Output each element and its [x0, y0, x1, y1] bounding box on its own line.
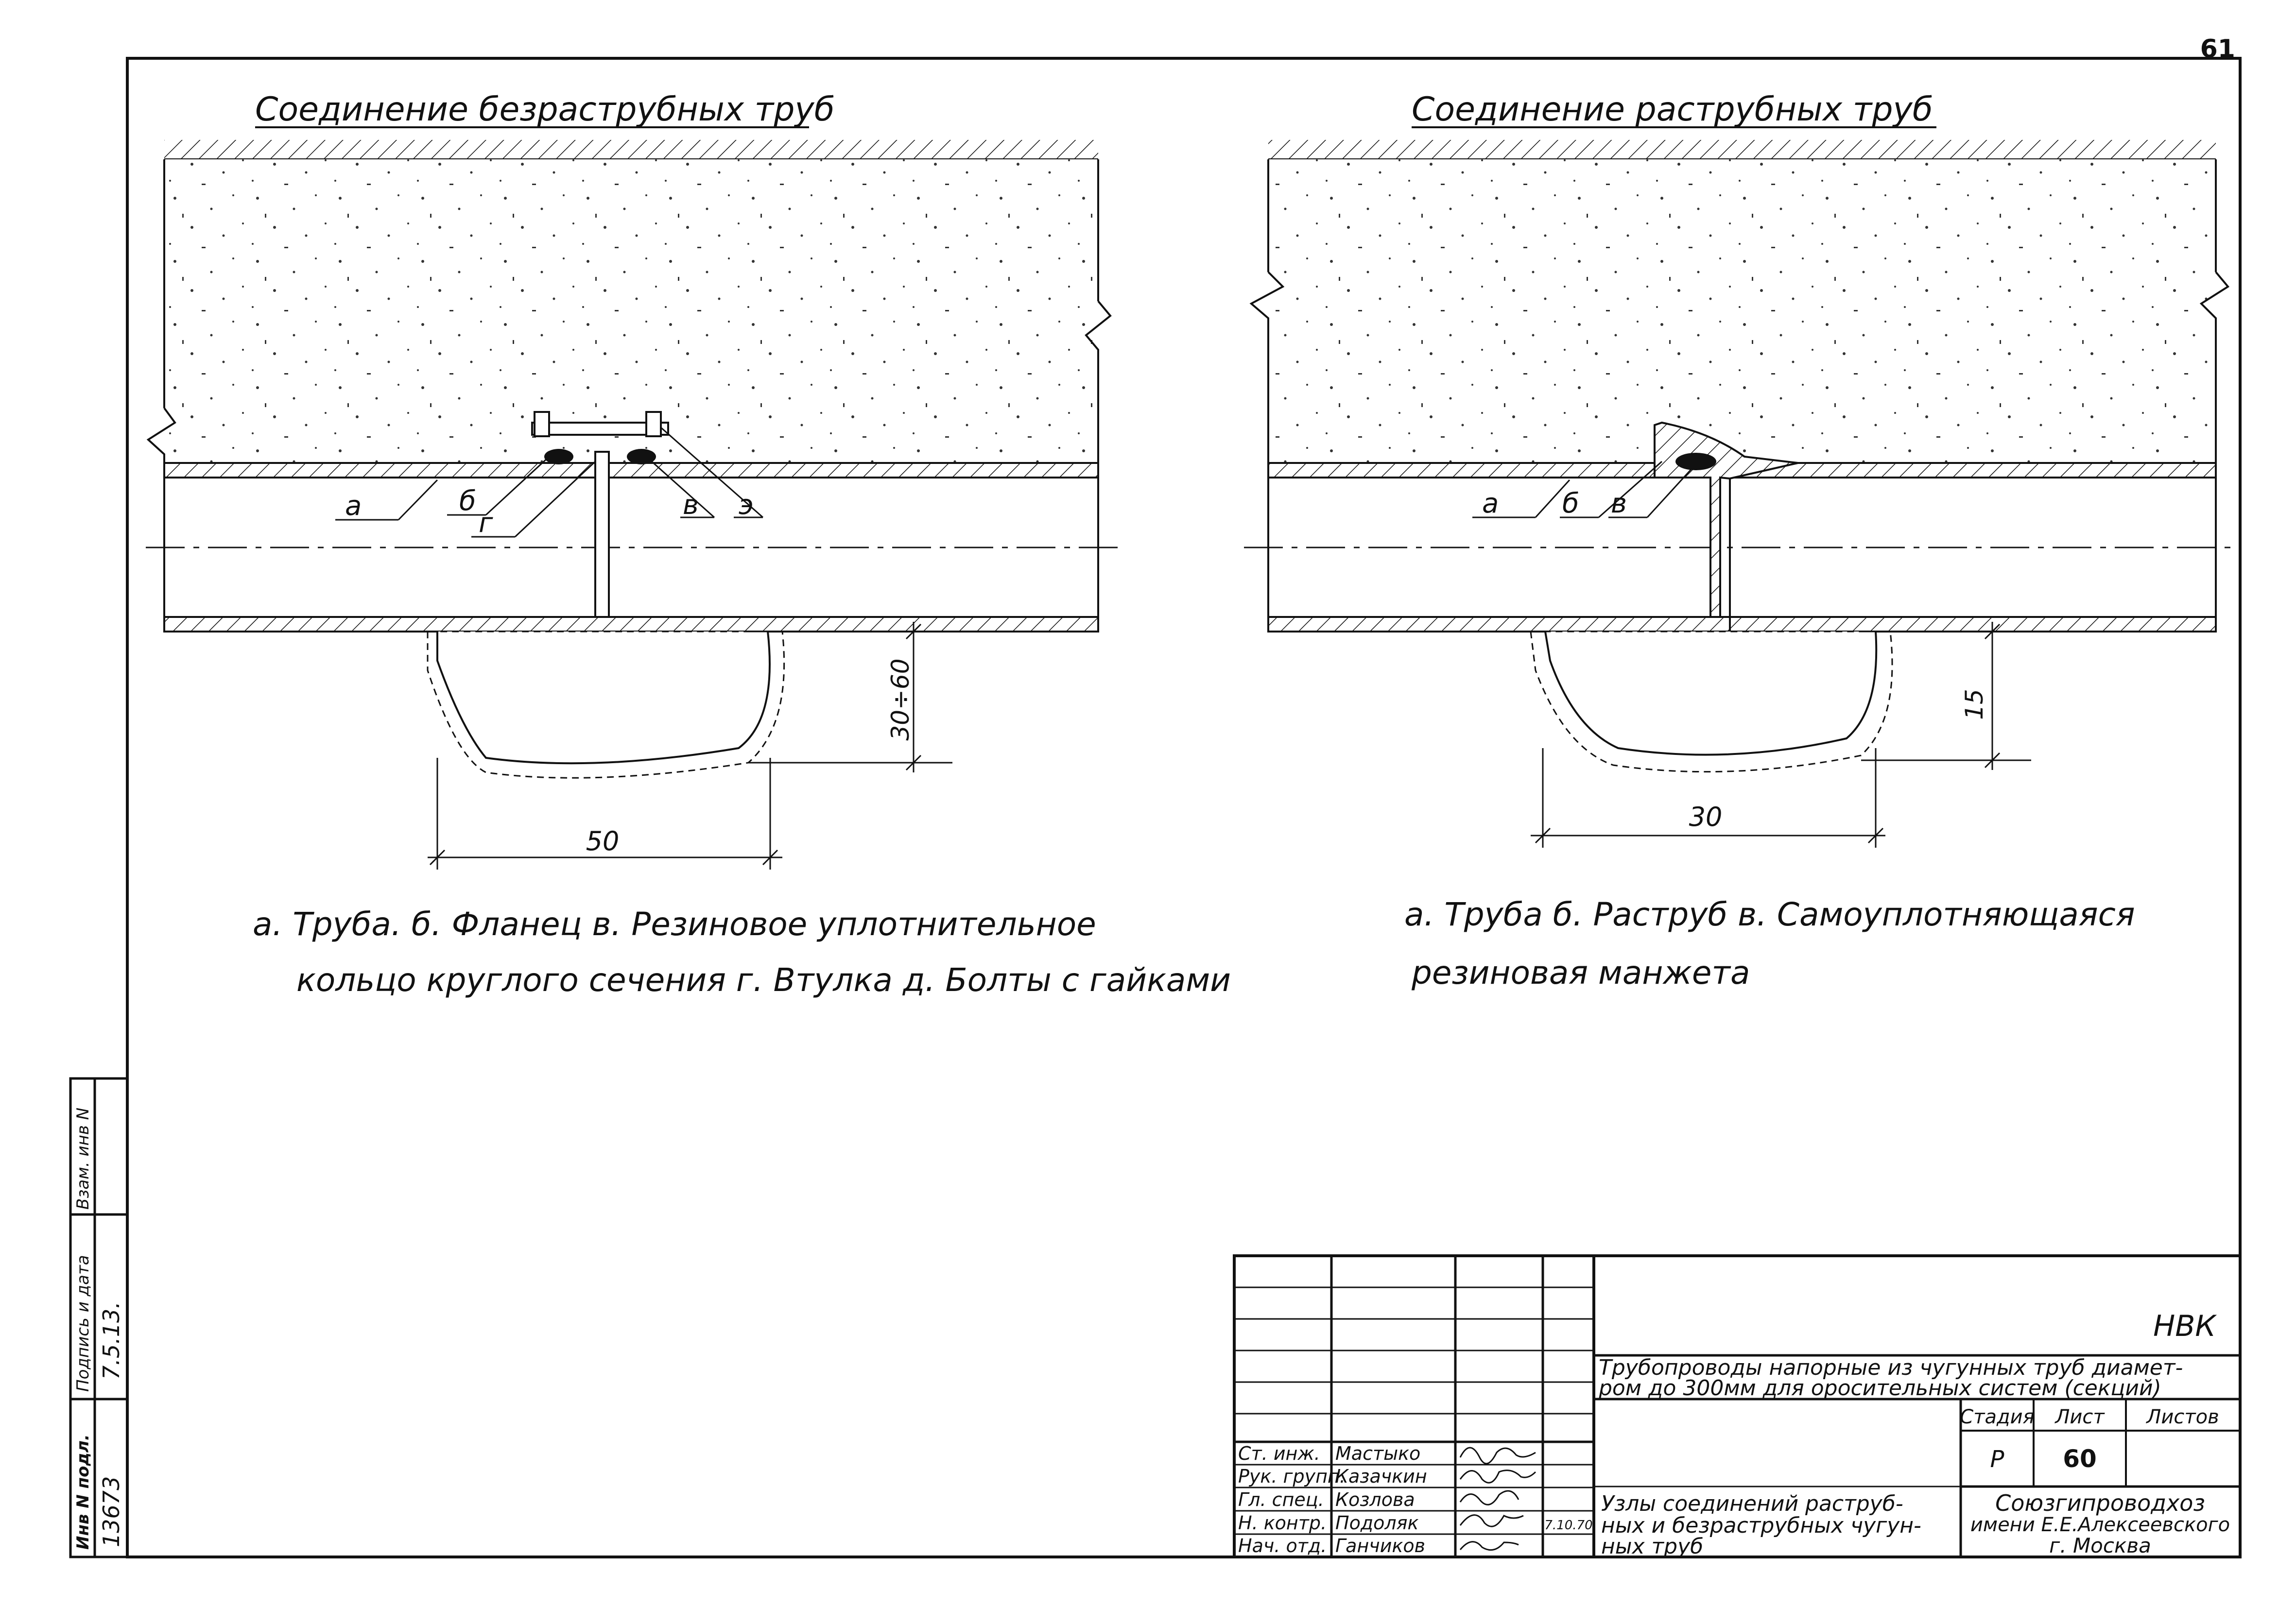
right-break-line — [1249, 271, 1285, 632]
organization-line-1: Союзгипроводхоз — [1995, 1490, 2205, 1516]
approval-date: 7.10.70 — [1544, 1518, 1592, 1533]
left-callouts — [335, 427, 763, 538]
left-break-line-right — [1085, 300, 1112, 632]
staff-role: Ст. инж. — [1238, 1443, 1320, 1464]
side-stamp-cell-2: Подпись и дата — [73, 1255, 93, 1392]
side-stamp-cell-3: Взам. инв N — [73, 1108, 93, 1210]
left-rubber-ring — [544, 449, 573, 464]
left-callout-b: б — [459, 485, 476, 517]
staff-name: Казачкин — [1335, 1466, 1427, 1487]
right-rubber-cuff — [1675, 453, 1716, 470]
right-callouts — [1472, 461, 1699, 518]
right-joint-pit — [1544, 631, 1878, 756]
right-pipe-wall-bottom — [1267, 616, 2217, 633]
signature-mark — [1459, 1514, 1524, 1527]
side-stamp — [69, 1077, 129, 1558]
left-joint-drawing: Соединение безраструбных труб — [146, 90, 1231, 999]
left-joint-pit — [436, 631, 771, 765]
right-dimensions — [1531, 622, 2031, 848]
left-drawing-title: Соединение безраструбных труб — [255, 90, 835, 129]
left-callout-a: а — [345, 490, 362, 522]
right-dim-width: 30 — [1689, 802, 1723, 832]
side-stamp-cell-1: Инв N подл. — [73, 1434, 93, 1550]
project-name-line-1: Трубопроводы напорные из чугунных труб д… — [1599, 1355, 2183, 1380]
staff-name: Подоляк — [1335, 1512, 1418, 1534]
right-break-line-right — [2199, 271, 2229, 632]
left-pipe-wall-bottom — [163, 616, 1099, 633]
right-callout-v: в — [1611, 488, 1627, 519]
left-legend-line-2: кольцо круглого сечения г. Втулка д. Бол… — [296, 961, 1231, 999]
left-sleeve — [594, 451, 610, 618]
sheet-value: 60 — [2063, 1445, 2097, 1473]
left-dimensions — [428, 622, 952, 870]
right-drawing-title: Соединение раструбных труб — [1412, 90, 1933, 129]
right-legend-line-2: резиновая манжета — [1411, 954, 1750, 992]
right-joint-drawing: Соединение раструбных труб а б в — [1244, 90, 2235, 992]
staff-name: Ганчиков — [1335, 1535, 1425, 1556]
project-name-line-2: ром до 300мм для оросительных систем (се… — [1598, 1376, 2161, 1401]
drawing-name-line-2: ных и безраструбных чугун- — [1601, 1513, 1921, 1538]
organization-line-3: г. Москва — [2049, 1534, 2151, 1557]
drawing-name-line-3: ных труб — [1601, 1534, 1703, 1559]
left-callout-e: э — [739, 489, 754, 521]
staff-role: Н. контр. — [1238, 1512, 1327, 1534]
staff-name: Мастыко — [1335, 1443, 1420, 1464]
staff-role: Рук. групп. — [1238, 1466, 1346, 1487]
left-dim-depth: 30÷60 — [886, 658, 915, 740]
col-sheet-header: Лист — [2054, 1406, 2105, 1428]
staff-name: Козлова — [1335, 1489, 1415, 1510]
signature-mark — [1459, 1447, 1536, 1465]
left-callout-v: в — [683, 489, 699, 521]
left-pipe-wall-top — [163, 462, 1099, 479]
page-number: 61 — [2200, 34, 2235, 64]
right-callout-b: б — [1562, 488, 1579, 519]
staff-role: Гл. спец. — [1238, 1489, 1324, 1510]
side-stamp-value-1: 13673 — [98, 1476, 124, 1547]
right-soil-backfill — [1268, 159, 2216, 463]
title-block — [1233, 1254, 2242, 1558]
drawing-name-line-1: Узлы соединений раструб- — [1601, 1491, 1903, 1516]
left-callout-g: г — [479, 507, 493, 539]
col-stage-header: Стадия — [1960, 1406, 2034, 1428]
signature-mark — [1459, 1541, 1519, 1551]
stage-value: Р — [1990, 1446, 2004, 1473]
left-ground-surface-hatch — [164, 140, 1098, 159]
staff-role: Нач. отд. — [1238, 1535, 1327, 1556]
signature-mark — [1459, 1490, 1519, 1505]
side-stamp-value-2: 7.5.13. — [98, 1301, 124, 1380]
staff-list: Ст. инж. Мастыко Рук. групп. Казачкин Гл… — [1238, 1443, 1427, 1556]
sheet-frame — [126, 57, 2242, 1558]
left-dim-width: 50 — [586, 826, 620, 856]
col-sheets-header: Листов — [2145, 1406, 2219, 1428]
left-soil-backfill — [164, 159, 1098, 463]
right-ground-surface-hatch — [1268, 140, 2216, 159]
signature-mark — [1459, 1470, 1536, 1484]
organization-line-2: имени Е.Е.Алексеевского — [1970, 1514, 2230, 1536]
signatures — [1459, 1447, 1536, 1551]
left-legend-line-1: а. Труба. б. Фланец в. Резиновое уплотни… — [253, 906, 1096, 943]
right-callout-a: а — [1482, 488, 1499, 519]
drawing-code: НВК — [2153, 1309, 2217, 1343]
right-legend-line-1: а. Труба б. Раструб в. Самоуплотняющаяся — [1404, 896, 2135, 933]
right-dim-depth: 15 — [1960, 689, 1988, 720]
left-bolt-top — [534, 411, 550, 437]
